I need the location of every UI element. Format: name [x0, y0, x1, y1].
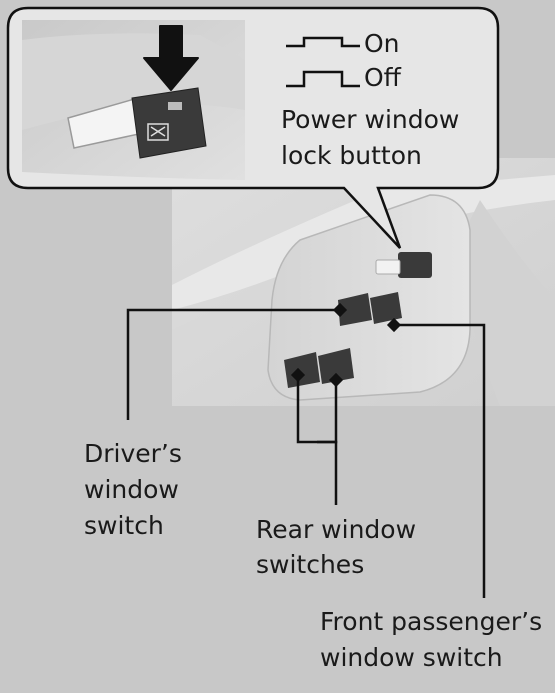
driver-window-switch-photo [338, 293, 372, 326]
lock-button-label-line2: lock button [281, 141, 422, 170]
driver-label-line3: switch [84, 511, 164, 540]
passenger-leader-line [394, 323, 486, 598]
lock-switch-photo [398, 252, 432, 278]
lock-button-inset [22, 20, 245, 180]
leader-lines [126, 308, 486, 598]
rear-left-window-switch-photo [284, 352, 320, 388]
rear-right-window-switch-photo [318, 348, 354, 384]
driver-leader-line [126, 308, 340, 420]
press-down-arrow-icon [143, 25, 199, 91]
on-symbol-icon [286, 36, 360, 48]
leader-markers [290, 302, 402, 388]
passenger-label-line2: window switch [320, 643, 503, 672]
front-passenger-window-switch-photo [370, 292, 402, 324]
window-lock-icon [147, 123, 169, 141]
lock-button-dark [131, 87, 207, 159]
rear-label-line1: Rear window [256, 515, 416, 544]
off-label: Off [364, 63, 402, 92]
on-label: On [364, 29, 400, 58]
rear-label-line2: switches [256, 550, 364, 579]
driver-label-line2: window [84, 475, 179, 504]
switch-panel [267, 194, 471, 401]
off-symbol-icon [286, 70, 360, 88]
driver-label-line1: Driver’s [84, 439, 182, 468]
lock-button-label-line1: Power window [281, 105, 459, 134]
passenger-label-line1: Front passenger’s [320, 607, 542, 636]
